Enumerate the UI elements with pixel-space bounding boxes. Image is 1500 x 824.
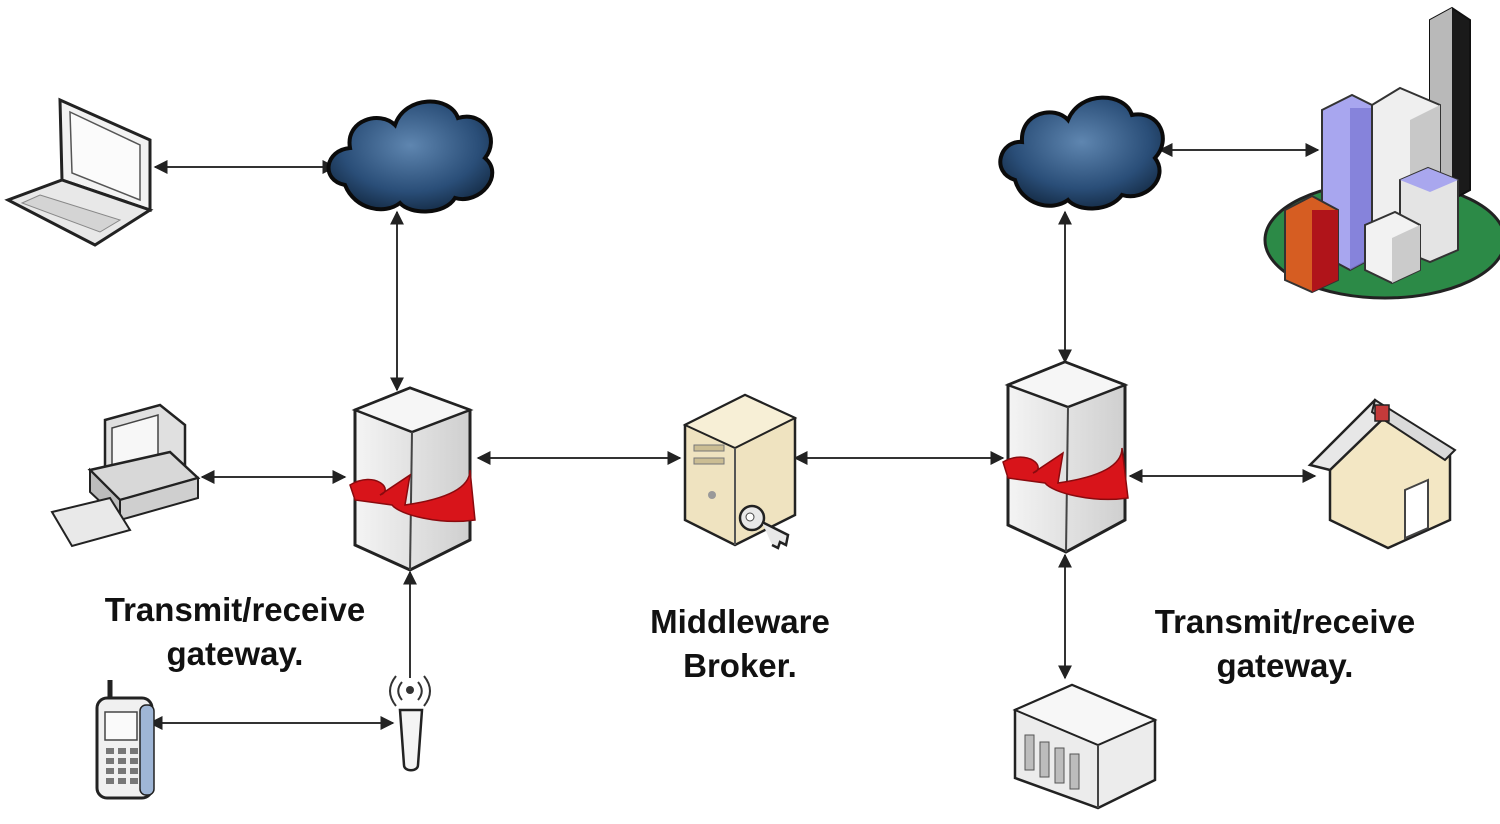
connector-lines [148, 143, 1320, 730]
cloud-icon [998, 95, 1165, 211]
laptop-icon [4, 97, 154, 247]
broker-server-icon [682, 393, 798, 550]
city-buildings-icon [1263, 6, 1500, 300]
house-icon [1307, 398, 1457, 550]
middleware-label-line2: Broker. [683, 647, 797, 684]
cloud-icon [326, 99, 495, 214]
right-gateway-label-line1: Transmit/receive [1154, 603, 1416, 640]
left-gateway-label-line2: gateway. [166, 635, 304, 672]
middleware-label-line1: Middleware [650, 603, 830, 640]
left-gateway-label-line1: Transmit/receive [104, 591, 366, 628]
left-gateway-label: Transmit/receive gateway. [70, 588, 400, 676]
right-gateway-label-line2: gateway. [1216, 647, 1354, 684]
desktop-computer-icon [50, 403, 201, 548]
factory-icon [1012, 683, 1158, 810]
gateway-server-icon [1002, 360, 1129, 554]
wireless-antenna-icon [389, 675, 431, 772]
gateway-server-icon [349, 386, 476, 572]
mobile-phone-icon [95, 680, 155, 800]
middleware-broker-label: Middleware Broker. [610, 600, 870, 688]
right-gateway-label: Transmit/receive gateway. [1110, 600, 1460, 688]
